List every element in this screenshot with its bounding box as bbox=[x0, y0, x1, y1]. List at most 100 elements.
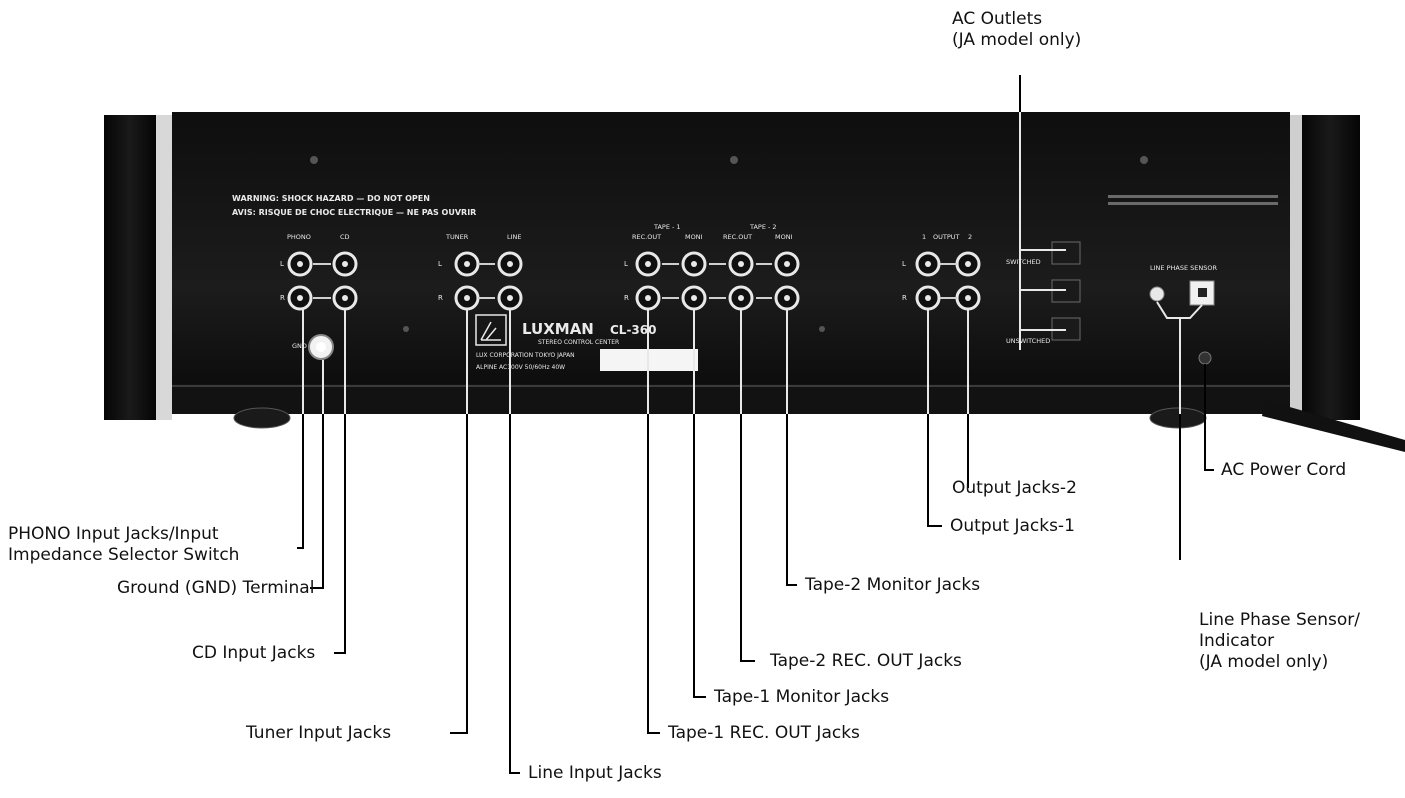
channel-labels: L R L R L R L R bbox=[280, 260, 907, 302]
panel-warning-line2: AVIS: RISQUE DE CHOC ELECTRIQUE — NE PAS… bbox=[232, 208, 476, 217]
chassis-bottom-rail bbox=[172, 384, 1290, 414]
callout-phono-line2: Impedance Selector Switch bbox=[8, 545, 240, 565]
callout-tuner: Tuner Input Jacks bbox=[246, 723, 392, 743]
rca-jack-pin-cd-l bbox=[342, 261, 348, 267]
callout-line: Line Input Jacks bbox=[528, 763, 662, 783]
luxman-badge: LUXMAN CL-360 STEREO CONTROL CENTER LUX … bbox=[475, 314, 698, 371]
rca-jacks bbox=[287, 251, 981, 311]
callout-tape2-monitor: Tape-2 Monitor Jacks bbox=[805, 575, 981, 595]
rca-jack-pin-tape1-rec-r bbox=[645, 295, 651, 301]
power-cord-strip bbox=[1262, 400, 1405, 452]
rca-jack-pin-tuner-r bbox=[464, 295, 470, 301]
panel-label-tape2-rec: REC.OUT bbox=[723, 233, 752, 241]
callout-ground: Ground (GND) Terminal bbox=[117, 578, 315, 598]
gnd-terminal-center bbox=[316, 342, 326, 352]
line-phase-sensor bbox=[1149, 280, 1215, 365]
right-cheek-edge bbox=[1290, 115, 1302, 420]
luxman-subtitle: STEREO CONTROL CENTER bbox=[538, 339, 619, 346]
channel-label-r: R bbox=[902, 294, 907, 302]
panel-label-tape2-moni: MONI bbox=[775, 233, 793, 241]
panel-label-tape1-moni: MONI bbox=[685, 233, 703, 241]
rca-jack-pin-output-2-r bbox=[965, 295, 971, 301]
rca-jack-pin-cd-r bbox=[342, 295, 348, 301]
rca-jack-pin-tuner-l bbox=[464, 261, 470, 267]
rca-jack-pin-tape2-monitor-l bbox=[784, 261, 790, 267]
panel-label-output: OUTPUT bbox=[933, 233, 960, 241]
callout-ac-outlets-line1: AC Outlets bbox=[952, 9, 1043, 29]
rca-jack-pin-output-1-r bbox=[925, 295, 931, 301]
rca-jack-pin-phono-l bbox=[297, 261, 303, 267]
line-phase-indicator-led bbox=[1149, 286, 1165, 302]
callout-cd: CD Input Jacks bbox=[192, 643, 316, 663]
right-foot bbox=[1149, 407, 1207, 429]
channel-label-l: L bbox=[902, 260, 906, 268]
channel-label-l: L bbox=[280, 260, 284, 268]
callout-ac-power-cord: AC Power Cord bbox=[1221, 460, 1347, 480]
callout-tape2-rec: Tape-2 REC. OUT Jacks bbox=[770, 651, 962, 671]
rca-jack-pin-line-l bbox=[507, 261, 513, 267]
rca-jack-pin-output-1-l bbox=[925, 261, 931, 267]
luxman-logo-box bbox=[475, 314, 507, 346]
rca-jack-pin-tape2-rec-r bbox=[738, 295, 744, 301]
luxman-model: CL-360 bbox=[610, 323, 656, 337]
panel-label-line-phase-sensor: LINE PHASE SENSOR bbox=[1150, 264, 1217, 272]
panel-label-unswitched: UNSWITCHED bbox=[1006, 337, 1050, 345]
callout-output-jacks-1: Output Jacks-1 bbox=[950, 516, 1075, 536]
leader-tape1-rec-tail bbox=[647, 414, 660, 734]
jack-pair-links bbox=[313, 263, 957, 299]
rca-jack-pin-tape1-rec-l bbox=[645, 261, 651, 267]
leader-output-1-tail bbox=[927, 414, 942, 527]
left-foot bbox=[233, 407, 291, 429]
rca-jack-pin-output-2-l bbox=[965, 261, 971, 267]
luxman-brand: LUXMAN bbox=[522, 320, 594, 338]
ac-outlet-switched-1 bbox=[1051, 241, 1081, 265]
luxman-maker: LUX CORPORATION TOKYO JAPAN bbox=[476, 352, 575, 359]
callout-phono: PHONO Input Jacks/Input Impedance Select… bbox=[8, 524, 308, 566]
left-side-cheek bbox=[104, 115, 156, 420]
leader-lines bbox=[297, 75, 1214, 774]
regulatory-text-bars bbox=[1108, 195, 1278, 205]
callout-output-jacks-2: Output Jacks-2 bbox=[952, 478, 1077, 498]
panel-label-tuner: TUNER bbox=[445, 233, 469, 241]
panel-label-gnd: GND bbox=[292, 342, 307, 350]
panel-label-phono: PHONO bbox=[287, 233, 311, 241]
channel-label-r: R bbox=[280, 294, 285, 302]
panel-label-output-2: 2 bbox=[968, 233, 972, 241]
ac-cord-grommet bbox=[1198, 351, 1212, 365]
callout-line-phase-sensor-line3: (JA model only) bbox=[1199, 652, 1329, 672]
leader-tape2-rec-tail bbox=[740, 414, 755, 662]
rca-jack-pin-tape1-monitor-l bbox=[691, 261, 697, 267]
callout-tape1-rec: Tape-1 REC. OUT Jacks bbox=[668, 723, 860, 743]
luxman-logo-mark bbox=[480, 321, 501, 341]
leader-phono-tail bbox=[297, 414, 304, 549]
callout-phono-line1: PHONO Input Jacks/Input bbox=[8, 524, 219, 544]
leader-ground-tail bbox=[310, 414, 324, 589]
panel-label-line: LINE bbox=[507, 233, 522, 241]
callout-line-phase-sensor-line1: Line Phase Sensor/ bbox=[1199, 610, 1360, 630]
rca-jack-pin-phono-r bbox=[297, 295, 303, 301]
leader-cd-tail bbox=[334, 414, 346, 654]
line-phase-sensor-button-inner bbox=[1198, 288, 1207, 297]
callout-ac-outlets: AC Outlets (JA model only) bbox=[952, 9, 1081, 51]
leader-ac-outlets bbox=[1019, 75, 1066, 350]
channel-label-l: L bbox=[624, 260, 628, 268]
left-cheek-edge bbox=[156, 115, 172, 420]
rca-jack-pin-tape2-monitor-r bbox=[784, 295, 790, 301]
panel-label-switched: SWITCHED bbox=[1006, 258, 1041, 266]
callout-line-phase-sensor-line2: Indicator bbox=[1199, 631, 1275, 651]
panel-label-tape1: TAPE - 1 bbox=[653, 223, 681, 231]
leader-ac-power-cord bbox=[1204, 364, 1214, 471]
leader-tuner-tail bbox=[450, 414, 468, 734]
panel-label-cd: CD bbox=[340, 233, 350, 241]
channel-label-r: R bbox=[624, 294, 629, 302]
rca-jack-pin-tape2-rec-l bbox=[738, 261, 744, 267]
right-side-cheek bbox=[1300, 115, 1360, 420]
callout-tape1-monitor: Tape-1 Monitor Jacks bbox=[714, 687, 890, 707]
chassis-screws bbox=[310, 156, 1148, 332]
rca-jack-pin-tape1-monitor-r bbox=[691, 295, 697, 301]
leader-tape1-monitor-tail bbox=[693, 414, 706, 698]
callout-ac-outlets-line2: (JA model only) bbox=[952, 30, 1082, 50]
luxman-rating: ALPINE AC100V 50/60Hz 40W bbox=[476, 364, 565, 371]
